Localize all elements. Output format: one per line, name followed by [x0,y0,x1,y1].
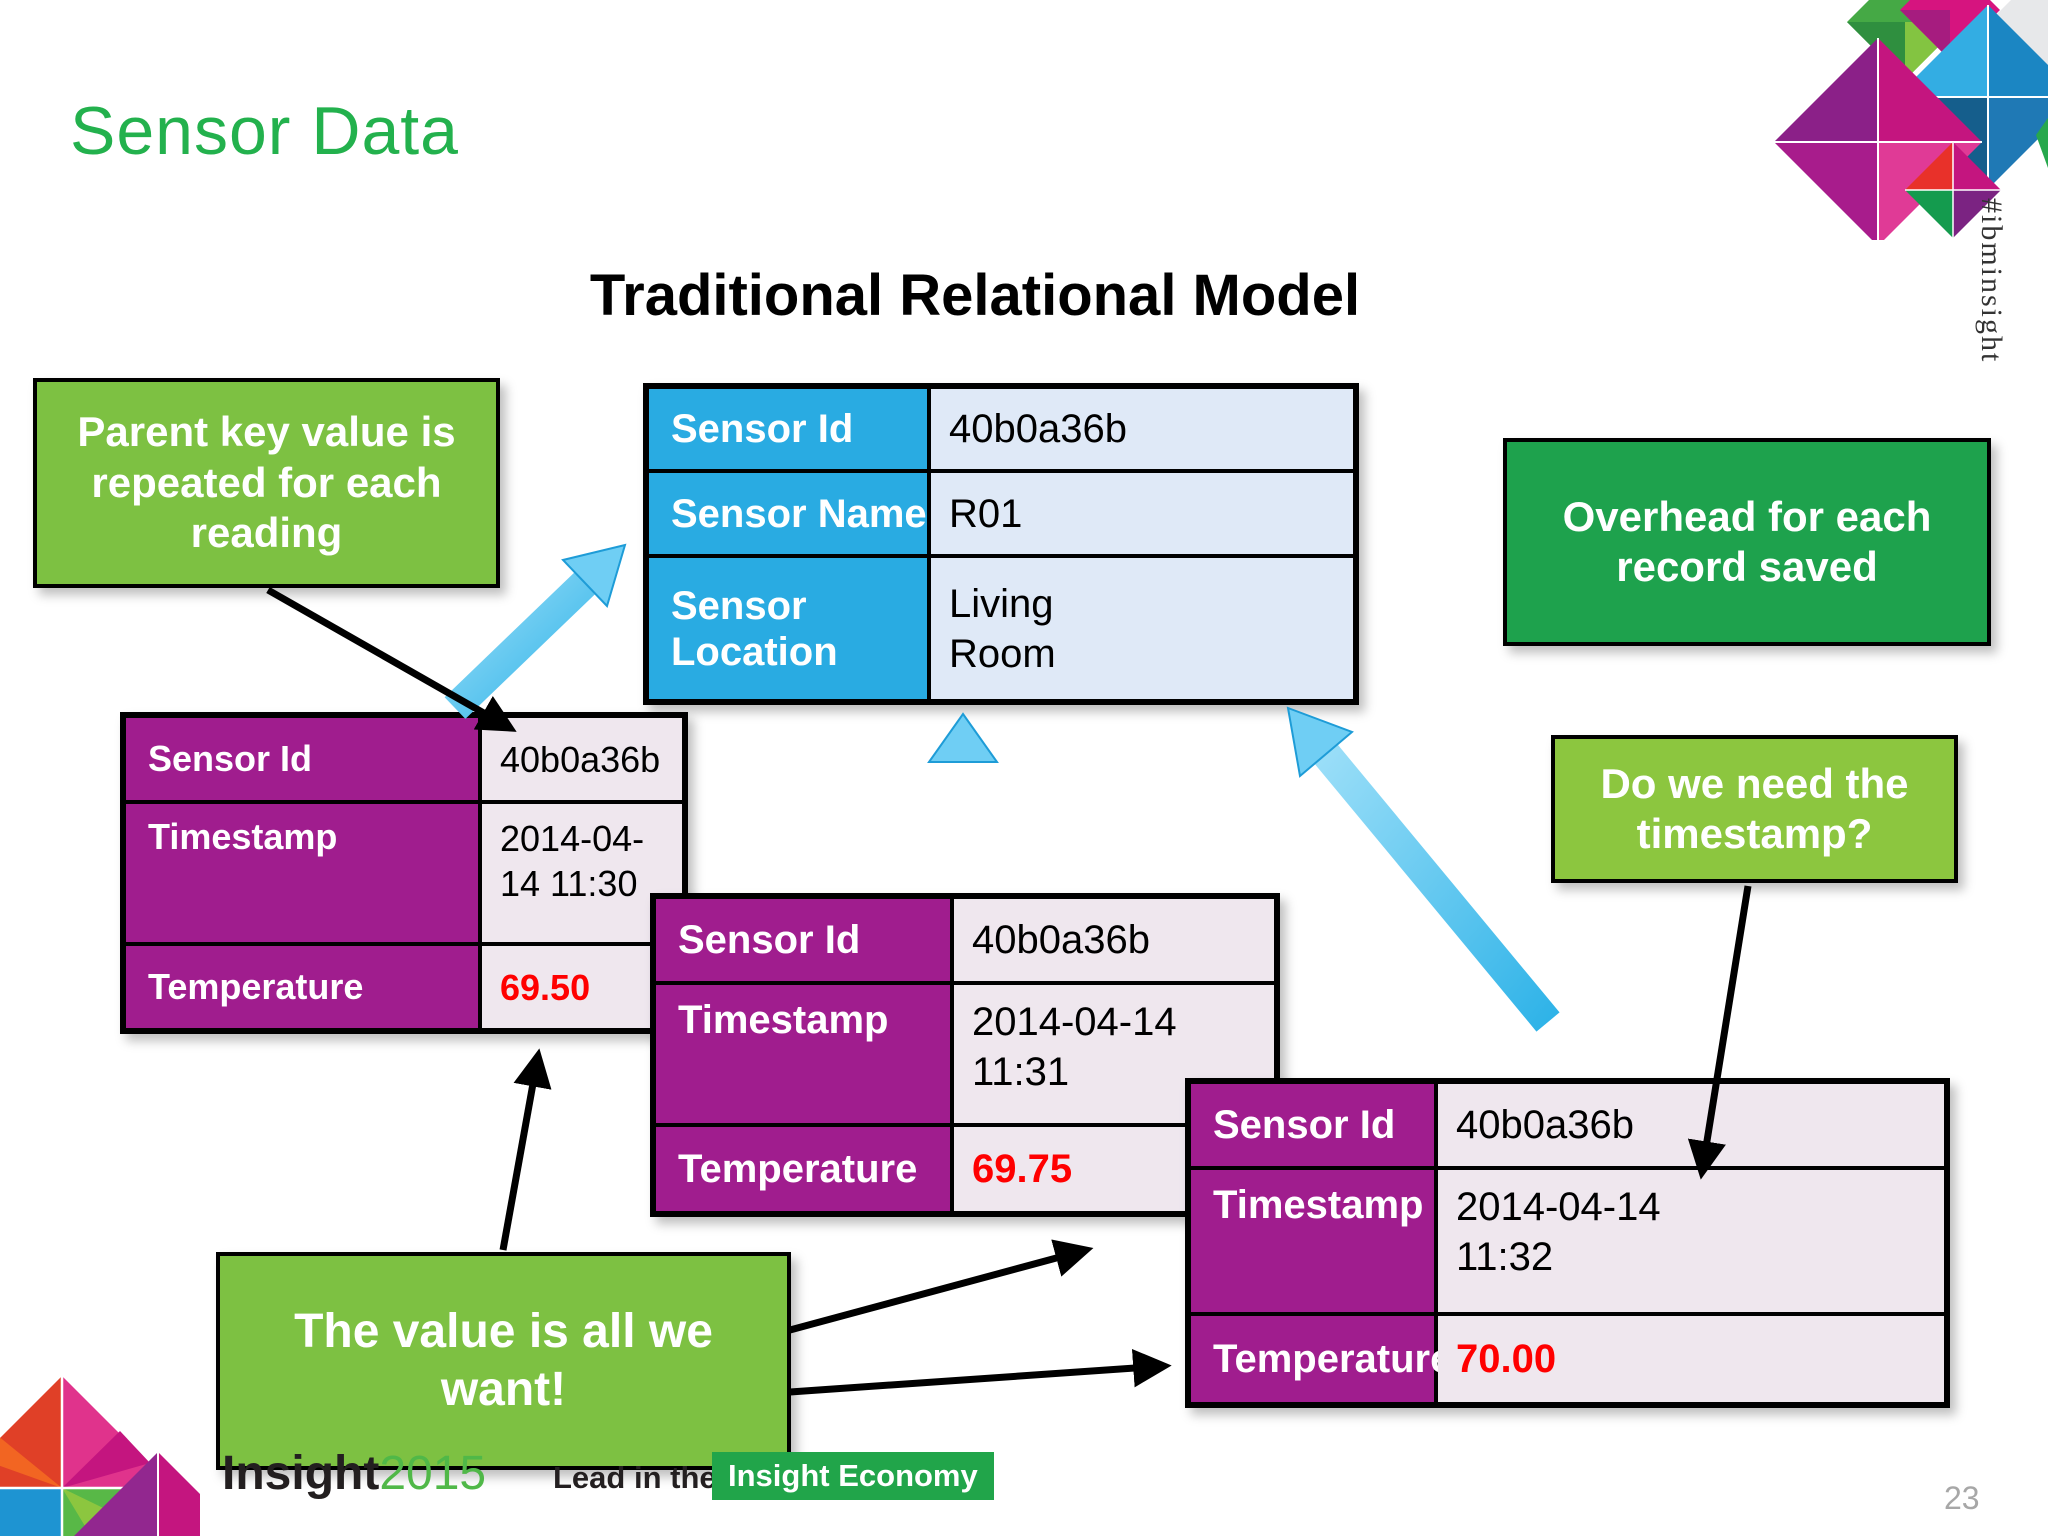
reading-table-1: Sensor Id 40b0a36b Timestamp 2014-04-14 … [120,712,688,1034]
temperature-value: 69.50 [482,946,682,1028]
footer-tagline: Lead in the [553,1460,717,1495]
diagram-title: Traditional Relational Model [589,263,1361,328]
callout-overhead: Overhead for each record saved [1503,438,1991,646]
row-value: 40b0a36b [1438,1084,1944,1166]
event-logo: Insight2015 [222,1446,486,1501]
row-value: 40b0a36b [482,718,682,800]
row-value: 40b0a36b [954,899,1274,981]
parent-row-label: Sensor Location [671,583,838,674]
row-label: Timestamp [126,804,478,942]
slide-title: Sensor Data [70,93,459,169]
event-logo-name: Insight [222,1447,380,1500]
footer-tagline-badge: Insight Economy [712,1452,994,1500]
triangle-mosaic-bottom-left-icon [0,1376,200,1536]
blue-arrow-icon [927,712,999,880]
parent-sensor-table: Sensor Id 40b0a36b Sensor Name R01 Senso… [643,383,1359,705]
triangle-mosaic-top-right-icon [1774,0,2048,240]
black-arrow-parent-key [266,586,517,732]
callout-parent-key: Parent key value is repeated for each re… [33,378,500,588]
row-label: Temperature [656,1127,950,1211]
row-label: Sensor Id [126,718,478,800]
row-value: 2014-04-14 11:31 [972,1000,1177,1094]
parent-row-label: Sensor Name [649,473,927,554]
row-value: 2014-04-14 11:30 [500,818,645,904]
parent-row-value: Living Room [949,581,1056,676]
blue-arrow-icon [1286,706,1560,1032]
row-label: Sensor Id [1191,1084,1434,1166]
callout-timestamp-question: Do we need the timestamp? [1551,735,1958,883]
callout-value-only: The value is all we want! [216,1252,791,1470]
black-arrow-value-1 [499,1048,552,1251]
black-arrow-value-3 [789,1348,1172,1396]
row-value: 2014-04-14 11:32 [1456,1185,1661,1279]
parent-row-label: Sensor Id [649,389,927,469]
reading-table-3: Sensor Id 40b0a36b Timestamp 2014-04-14 … [1185,1078,1950,1408]
row-label: Temperature [126,946,478,1028]
black-arrow-value-2 [789,1239,1094,1334]
parent-row-value: R01 [931,473,1353,554]
event-logo-year: 2015 [379,1447,487,1500]
parent-row-value: 40b0a36b [931,389,1353,469]
hashtag-vertical-text: #ibminsight [1975,198,2008,364]
row-label: Timestamp [656,985,950,1123]
row-label: Timestamp [1191,1170,1434,1312]
row-label: Temperature [1191,1316,1452,1402]
row-label: Sensor Id [656,899,950,981]
temperature-value: 70.00 [1438,1316,1944,1402]
page-number: 23 [1944,1480,1980,1516]
